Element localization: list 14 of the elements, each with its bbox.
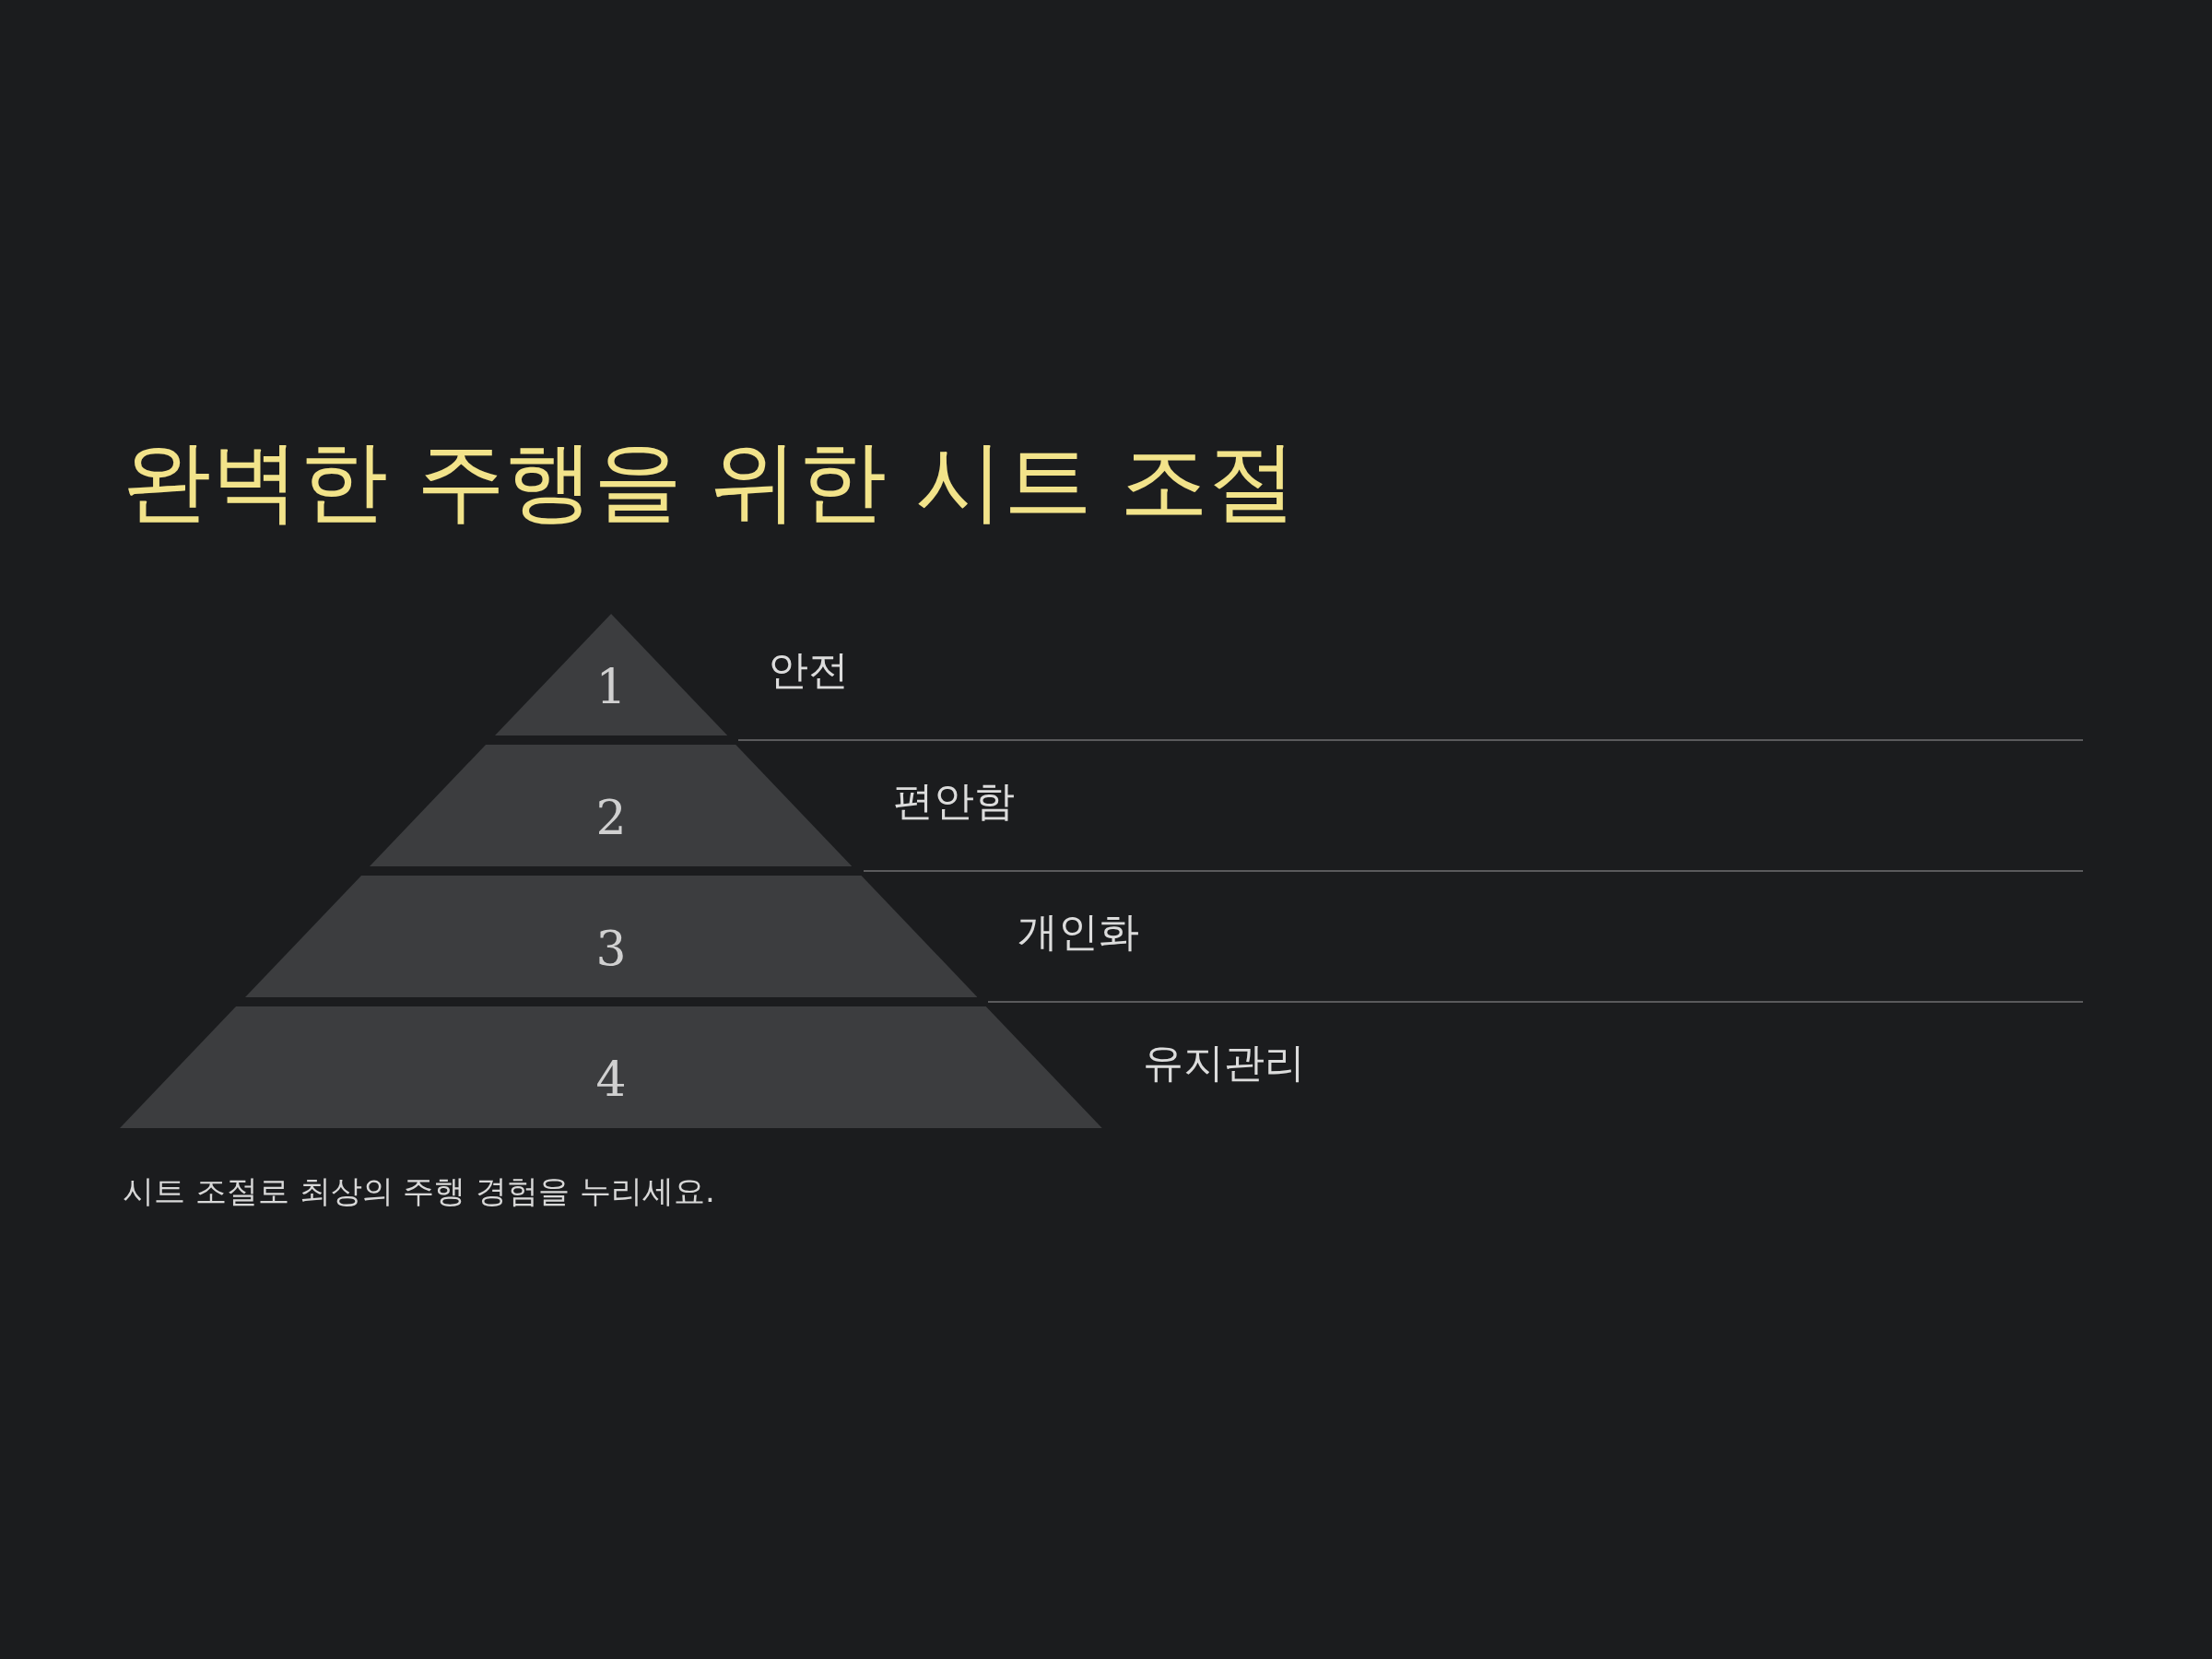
layer-number: 3 (595, 924, 627, 973)
slide-title: 완벽한 주행을 위한 시트 조절 (123, 429, 1298, 535)
layer-number: 4 (595, 1055, 627, 1104)
layer-label: 개인화 (1018, 907, 1140, 957)
layer-label: 유지관리 (1142, 1038, 1305, 1088)
caption: 시트 조절로 최상의 주행 경험을 누리세요. (123, 1171, 715, 1211)
pyramid-top-triangle (494, 614, 728, 735)
layer-number: 1 (595, 663, 627, 712)
layer-label: 안전 (768, 645, 849, 695)
pyramid-layer (244, 876, 978, 997)
layer-number: 2 (595, 794, 627, 842)
pyramid-layer (370, 745, 853, 866)
layer-label: 편안함 (892, 776, 1015, 826)
pyramid-layer (120, 1006, 1102, 1128)
